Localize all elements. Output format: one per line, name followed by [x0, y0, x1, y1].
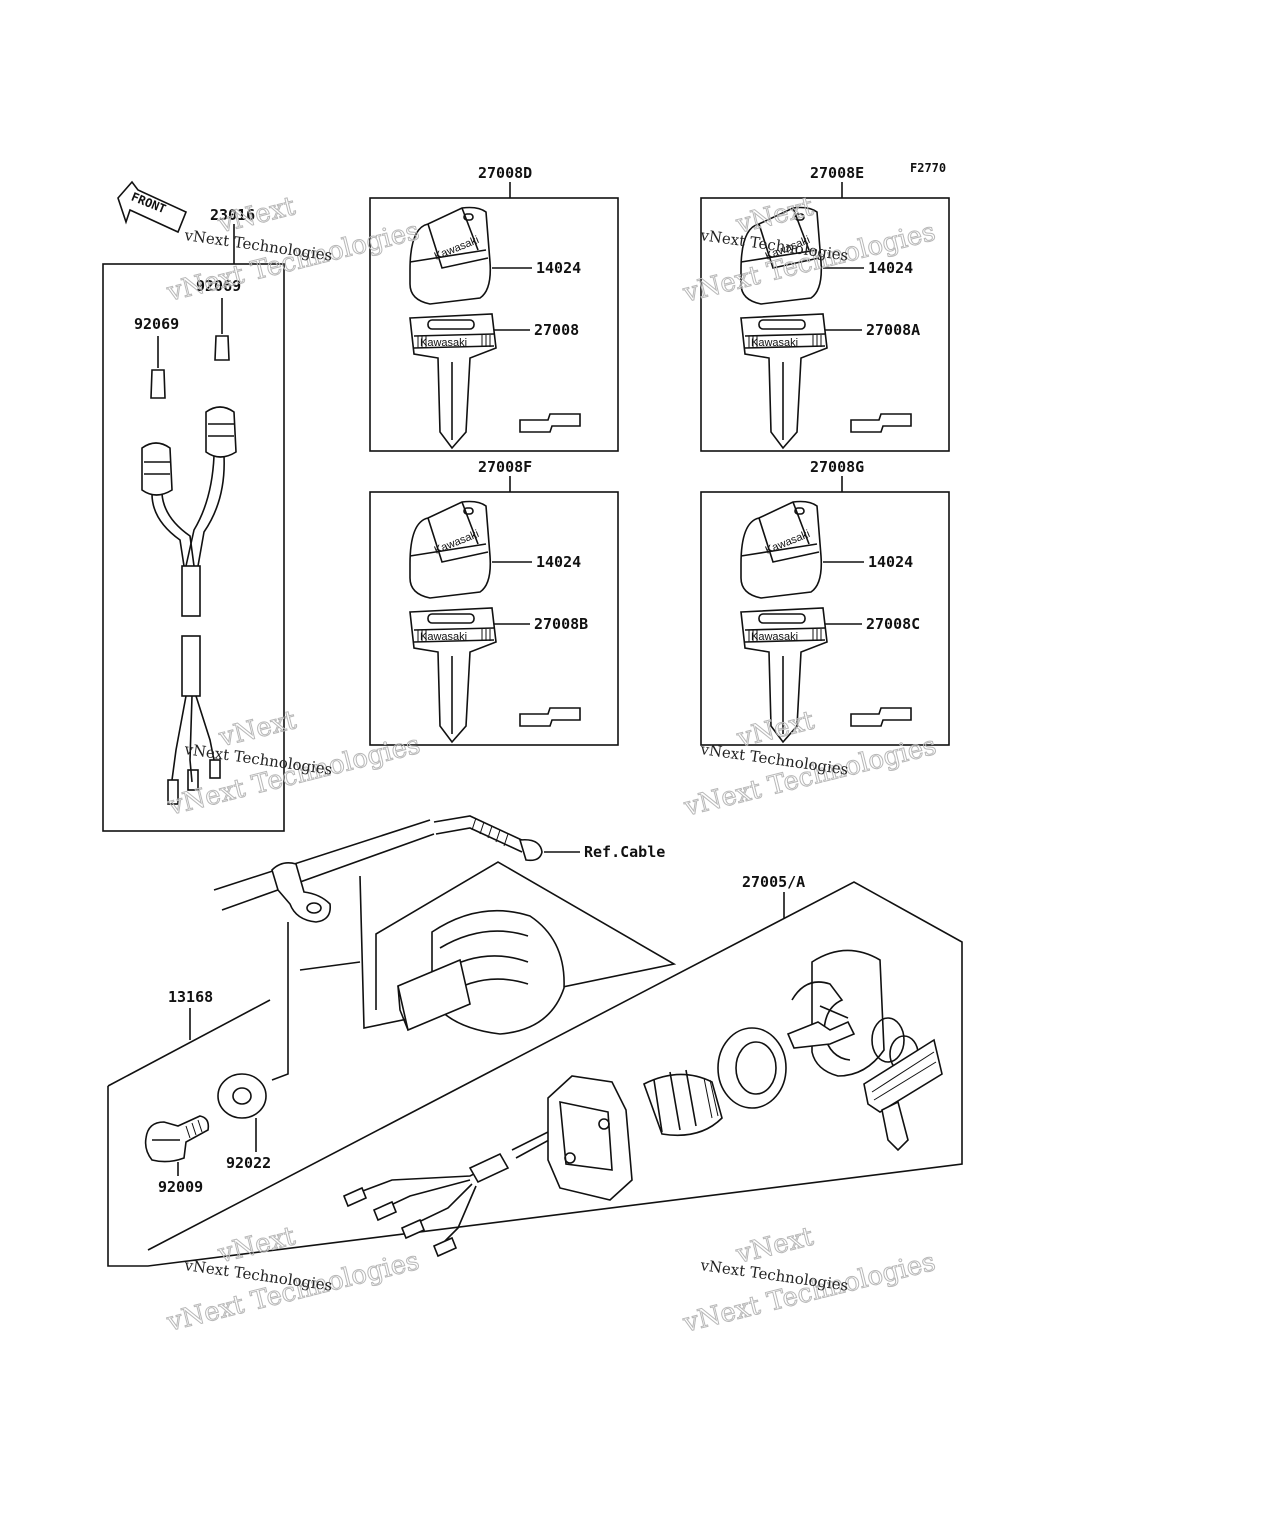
- label-27008E: 27008E: [810, 164, 864, 182]
- label-14024-e: 14024: [868, 259, 913, 277]
- label-13168: 13168: [168, 988, 213, 1006]
- label-23016: 23016: [210, 206, 255, 224]
- label-27008C: 27008C: [866, 615, 920, 633]
- label-92069-right: 92069: [196, 277, 241, 295]
- screw-icon: [144, 1115, 210, 1163]
- key-kit-d: 27008D Kawasaki Kawasaki 14024 27008: [369, 164, 619, 452]
- cap-and-key-icon: [786, 949, 943, 1152]
- label-92009: 92009: [158, 1178, 203, 1196]
- key-brand-text: Kawasaki: [751, 631, 798, 643]
- label-27008: 27008: [534, 321, 579, 339]
- label-27008F: 27008F: [478, 458, 532, 476]
- bulb-icon: [214, 335, 230, 361]
- label-14024-d: 14024: [536, 259, 581, 277]
- label-27008A: 27008A: [866, 321, 920, 339]
- label-14024-g: 14024: [868, 553, 913, 571]
- label-92022: 92022: [226, 1154, 271, 1172]
- figure-code: F2770: [910, 161, 946, 175]
- key-brand-text: Kawasaki: [751, 337, 798, 349]
- label-27005A: 27005/A: [742, 873, 805, 891]
- label-14024-f: 14024: [536, 553, 581, 571]
- cable-group: Ref.Cable: [213, 815, 665, 923]
- key-kit-g: 27008G Kawasaki Kawasaki 14024 27008C: [700, 458, 950, 746]
- front-arrow-icon: FRONT: [117, 180, 188, 234]
- wire-leads-icon: [342, 1152, 510, 1258]
- ignition-switch-icon: [511, 1069, 723, 1201]
- label-27008G: 27008G: [810, 458, 864, 476]
- key-brand-text: Kawasaki: [420, 631, 467, 643]
- label-27008D: 27008D: [478, 164, 532, 182]
- key-brand-text: Kawasaki: [420, 337, 467, 349]
- socket-icon: [141, 442, 173, 496]
- key-kit-f: 27008F Kawasaki Kawasaki 14024 27008B: [369, 458, 619, 746]
- label-ref-cable: Ref.Cable: [584, 843, 665, 861]
- nut-icon: [717, 1027, 787, 1109]
- label-27008B: 27008B: [534, 615, 588, 633]
- socket-icon: [205, 406, 237, 458]
- harness-group: 23016 92069 92069: [102, 206, 285, 832]
- switch-assembly-group: 27005/A 13168 92009 92022: [107, 873, 963, 1267]
- switch-body-group: [271, 861, 677, 1081]
- key-kit-e: 27008E Kawasaki Kawasaki 14024 27008A: [700, 164, 950, 452]
- cable-clamp-icon: [271, 862, 332, 923]
- bulb-icon: [150, 369, 166, 399]
- washer-icon: [217, 1073, 267, 1119]
- label-92069-left: 92069: [134, 315, 179, 333]
